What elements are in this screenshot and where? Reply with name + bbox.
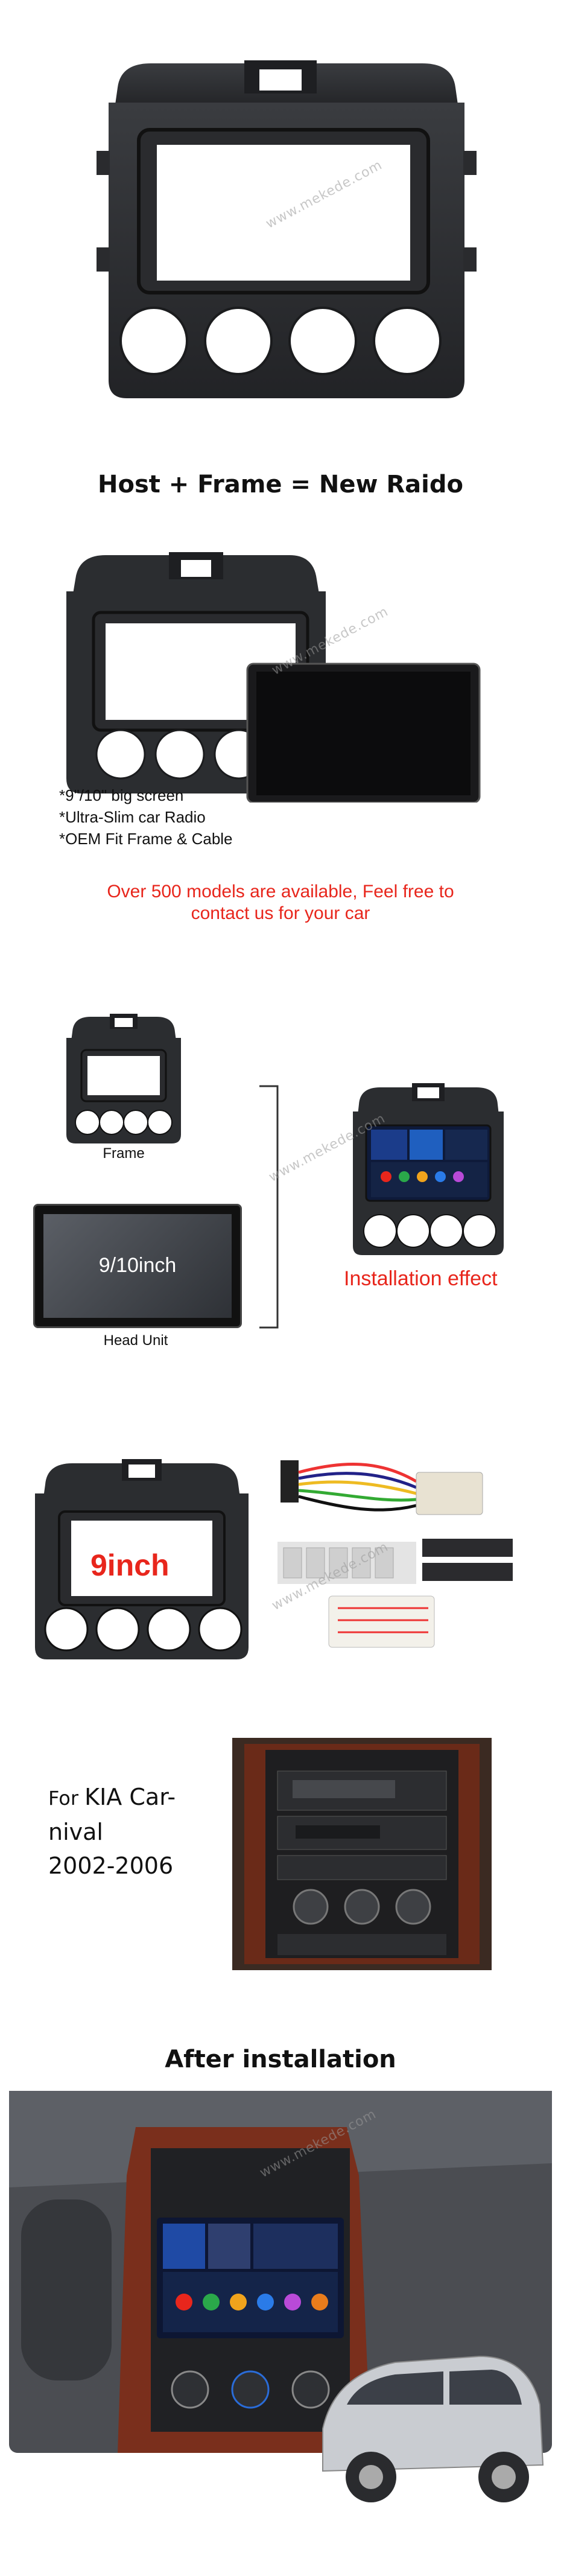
frame-thumbnail bbox=[66, 1014, 181, 1143]
head-unit-label: Head Unit bbox=[103, 1332, 168, 1349]
model-years: 2002-2006 bbox=[48, 1852, 174, 1879]
head-unit-size: 9/10inch bbox=[98, 1254, 177, 1277]
installed-dashboard-photo bbox=[9, 2091, 552, 2502]
feature-item: *9"/10" big screen bbox=[59, 786, 184, 804]
after-installation-section: After installation www.mekede.com bbox=[0, 2040, 561, 2576]
contact-cta-line: Over 500 models are available, Feel free… bbox=[107, 882, 454, 902]
frame-label: Frame bbox=[103, 1145, 145, 1162]
contact-cta-line: contact us for your car bbox=[191, 903, 370, 923]
minivan-image bbox=[322, 2355, 544, 2502]
wiring-harness-image bbox=[277, 1460, 513, 1648]
original-dashboard-photo bbox=[232, 1738, 492, 1970]
installation-effect-label: Installation effect bbox=[344, 1267, 498, 1290]
frame-with-head-unit-image bbox=[66, 552, 481, 803]
bracket-divider bbox=[259, 1085, 279, 1329]
contact-cta: Over 500 models are available, Feel free… bbox=[0, 881, 561, 924]
feature-list: *9"/10" big screen *Ultra-Slim car Radio… bbox=[59, 784, 233, 850]
section-title: Host + Frame = New Raido bbox=[97, 471, 463, 498]
package-contents-section: 9inch www.mekede.com bbox=[0, 1430, 561, 1684]
vehicle-model-title: For KIA Car- nival 2002-2006 bbox=[48, 1780, 176, 1883]
frame-size-label: 9inch bbox=[90, 1548, 170, 1582]
feature-item: *Ultra-Slim car Radio bbox=[59, 808, 206, 826]
installation-equation-section: Frame 9/10inch Head Unit www.mekede.com … bbox=[0, 990, 561, 1382]
head-unit-image: 9/10inch bbox=[33, 1204, 242, 1328]
installation-effect-image bbox=[353, 1083, 504, 1255]
frame-9inch-image bbox=[35, 1459, 249, 1659]
vehicle-fitment-section: For KIA Car- nival 2002-2006 bbox=[0, 1738, 561, 1970]
section-title: After installation bbox=[165, 2046, 396, 2073]
feature-item: *OEM Fit Frame & Cable bbox=[59, 830, 233, 848]
hero-frame-section: www.mekede.com bbox=[0, 0, 561, 447]
host-frame-section: Host + Frame = New Raido www.mekede.com … bbox=[0, 465, 561, 935]
model-name: KIA Car- bbox=[84, 1784, 176, 1810]
for-prefix: For bbox=[48, 1787, 85, 1810]
frame-image bbox=[97, 60, 477, 398]
model-name-continued: nival bbox=[48, 1819, 103, 1845]
